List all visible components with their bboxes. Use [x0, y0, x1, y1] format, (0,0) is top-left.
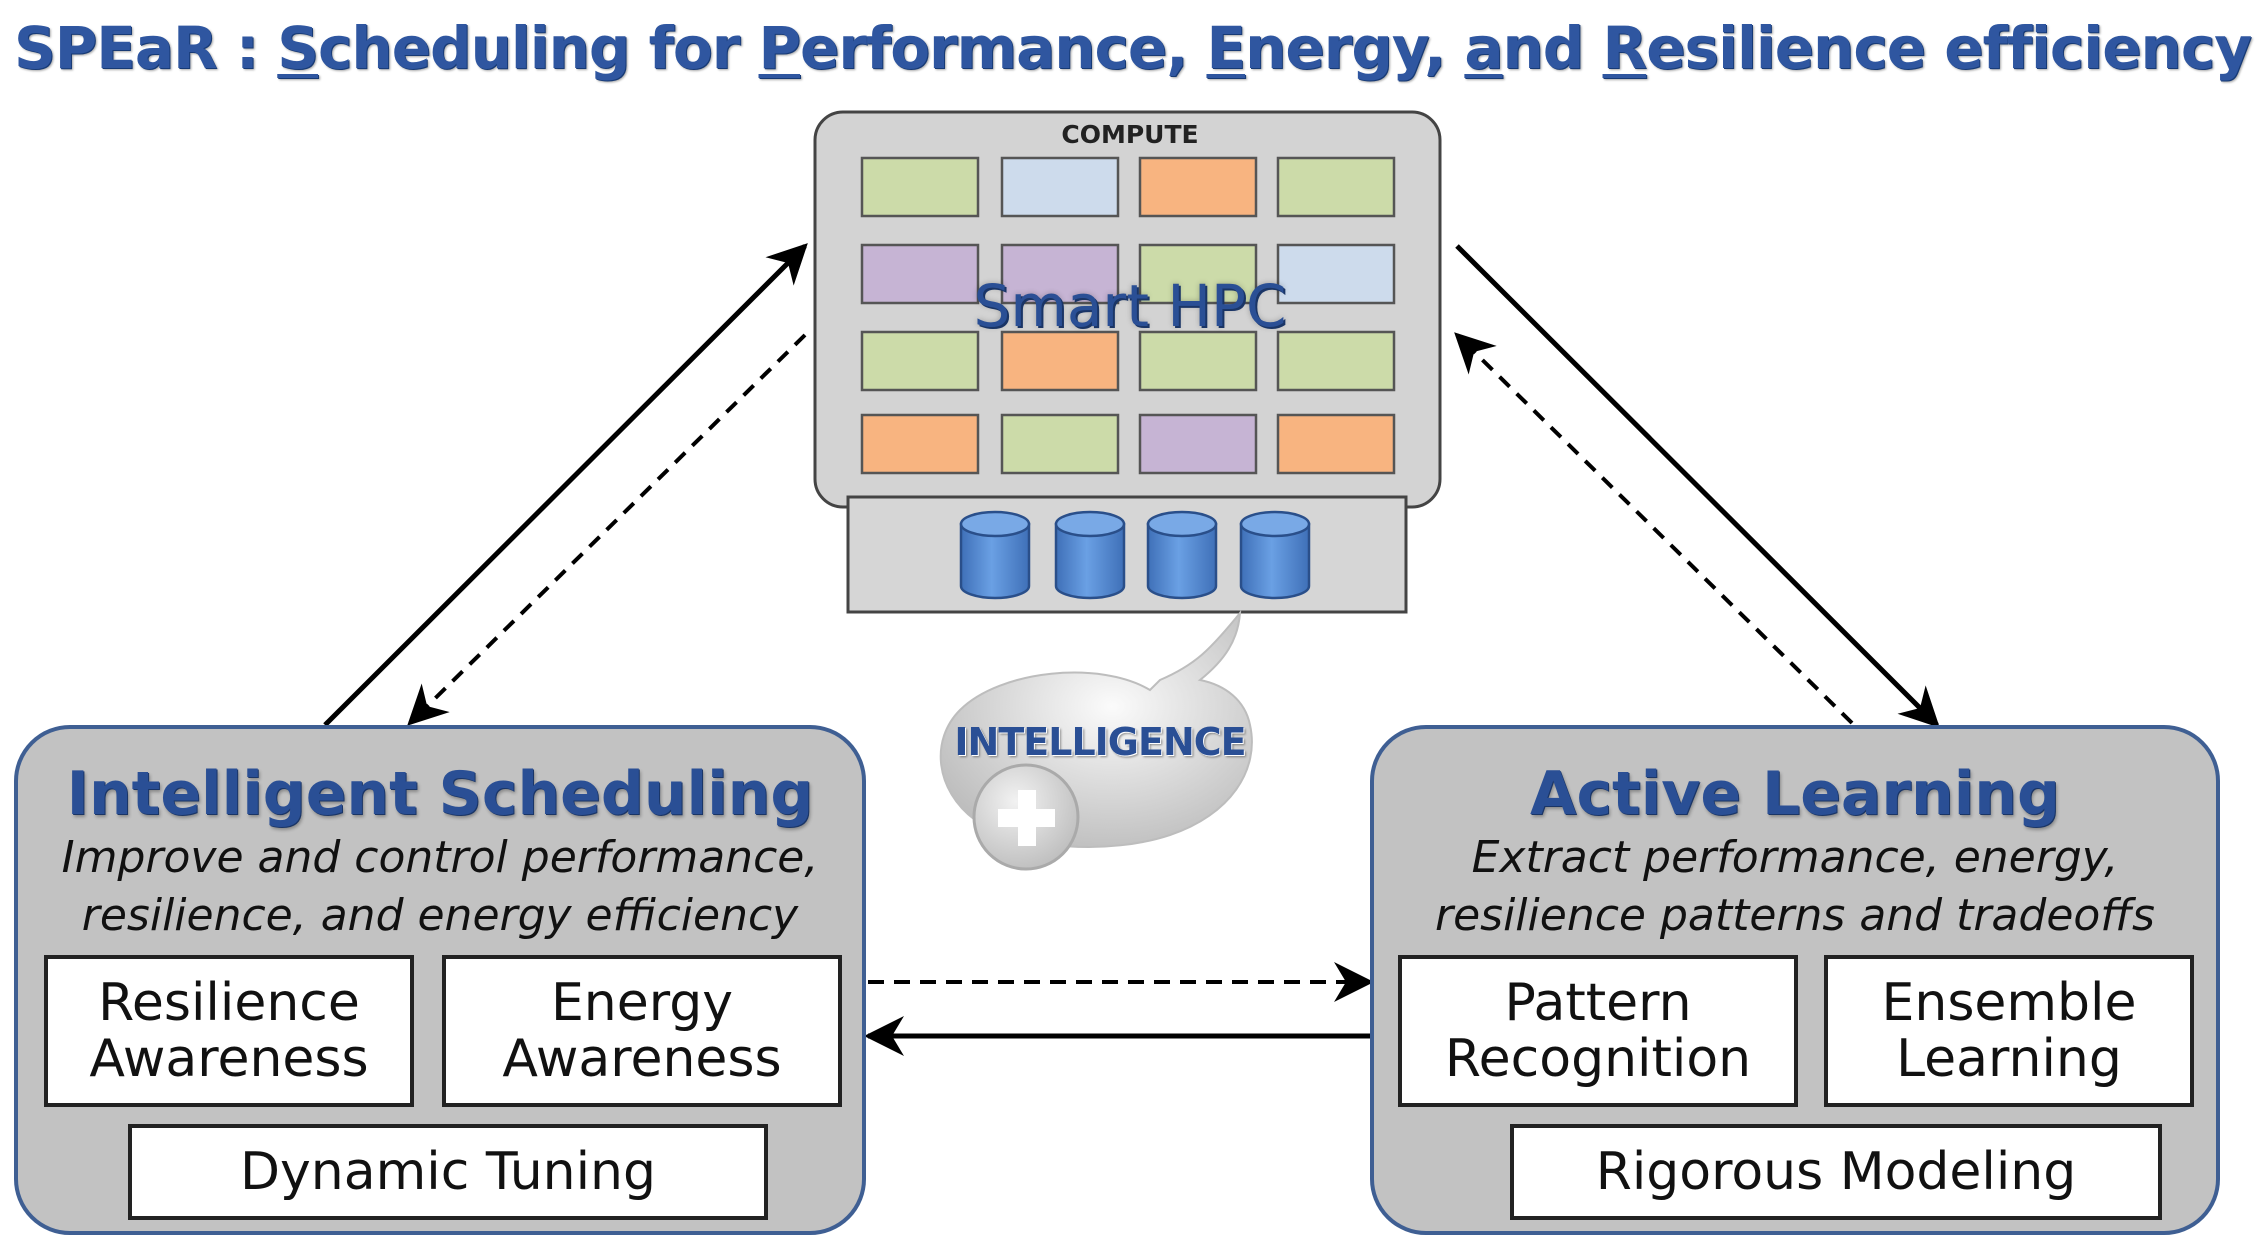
compute-node — [1276, 156, 1396, 218]
storage-disk — [1146, 510, 1218, 600]
compute-node — [1276, 413, 1396, 475]
rigorous-modeling-box: Rigorous Modeling — [1510, 1124, 2162, 1220]
intelligent-scheduling-panel: Intelligent Scheduling Improve and contr… — [14, 725, 866, 1235]
smart-hpc-label: Smart HPC — [973, 272, 1287, 340]
panel-title: Intelligent Scheduling — [66, 759, 814, 829]
arrow-hpc-to-scheduling-dashed — [407, 333, 807, 726]
arrow-learning-to-hpc-dashed — [1454, 332, 1854, 725]
storage-disk — [1239, 510, 1311, 600]
box-line2: Awareness — [89, 1029, 369, 1089]
compute-node — [1000, 413, 1120, 475]
dynamic-tuning-box: Dynamic Tuning — [128, 1124, 768, 1220]
title-segment: cheduling for — [318, 14, 759, 82]
active-learning-panel: Active Learning Extract performance, ene… — [1370, 725, 2220, 1235]
box-line1: Ensemble — [1881, 973, 2137, 1033]
compute-node — [1138, 330, 1258, 392]
compute-node — [860, 243, 980, 305]
compute-node — [1000, 156, 1120, 218]
panel-desc-line2: resilience patterns and tradeoffs — [1435, 890, 2155, 941]
compute-node — [1000, 330, 1120, 392]
box-line1: Energy — [550, 973, 734, 1033]
title-initial: a — [1464, 14, 1503, 82]
title-initial: P — [758, 14, 802, 82]
title-segment: erformance, — [800, 14, 1207, 82]
title-initial: S — [277, 14, 319, 82]
plus-icon — [998, 790, 1055, 846]
compute-node — [860, 330, 980, 392]
compute-label: COMPUTE — [1061, 120, 1199, 149]
panel-desc-line1: Improve and control performance, — [61, 832, 819, 883]
box-line2: Learning — [1896, 1029, 2122, 1089]
title-segment: esilience efficiency — [1646, 14, 2252, 82]
compute-node — [1276, 330, 1396, 392]
title-initial: R — [1602, 14, 1648, 82]
title-segment: nd — [1502, 14, 1603, 82]
arrow-scheduling-to-hpc — [323, 243, 808, 727]
diagram-title: SPEaR : Scheduling for Performance, Ener… — [0, 14, 2265, 82]
box-line2: Recognition — [1444, 1029, 1752, 1089]
title-initial: E — [1206, 14, 1246, 82]
compute-node — [1276, 243, 1396, 305]
intelligence-label: INTELLIGENCE — [954, 720, 1246, 764]
compute-node — [1138, 243, 1258, 305]
compute-node — [860, 413, 980, 475]
box-line1: Pattern — [1504, 973, 1692, 1033]
compute-node — [1138, 156, 1258, 218]
compute-node-grid — [860, 156, 1396, 475]
storage-disks — [959, 510, 1311, 600]
panel-desc-line2: resilience, and energy efficiency — [81, 890, 799, 941]
title-segment: SPEaR : — [13, 14, 278, 82]
box-line1: Resilience — [98, 973, 360, 1033]
box-line2: Awareness — [502, 1029, 782, 1089]
compute-node — [1138, 413, 1258, 475]
panel-desc-line1: Extract performance, energy, — [1471, 832, 2119, 883]
title-segment: nergy, — [1245, 14, 1465, 82]
storage-disk — [959, 510, 1031, 600]
storage-tray — [846, 495, 1408, 614]
storage-disk — [1054, 510, 1126, 600]
compute-node — [1000, 243, 1120, 305]
arrow-hpc-to-learning — [1455, 244, 1940, 728]
compute-node — [860, 156, 980, 218]
panel-title: Active Learning — [1530, 759, 2060, 829]
